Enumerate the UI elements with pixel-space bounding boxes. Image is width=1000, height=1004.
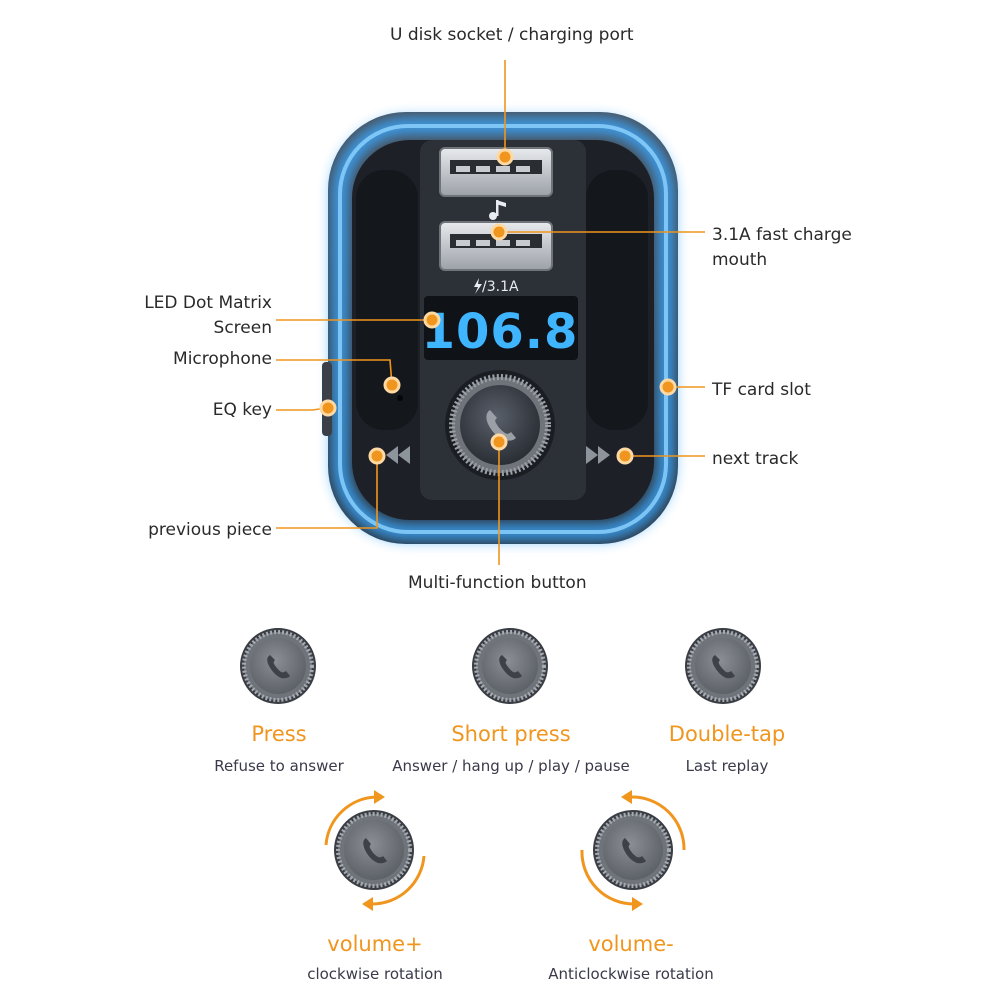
phone-icon [267,655,290,679]
label-multi-function: Multi-function button [408,573,587,593]
knob-short-press [472,628,548,704]
left-grip [356,170,418,430]
mode-desc-volume-down: Anticlockwise rotation [548,965,714,983]
rewind-icon [386,446,410,464]
knob-double-tap [685,628,761,704]
anticlockwise-arrows-icon [580,795,686,906]
knob-press [240,628,316,704]
charge-label: /3.1A [474,278,519,295]
label-fast-charge-1: 3.1A fast charge [712,225,852,245]
label-fast-charge-2: mouth [712,250,768,270]
mode-knobs [240,628,761,890]
led-display: 106.8 [422,296,579,360]
callout-lines [276,60,705,565]
mode-title-volume-up: volume+ [327,932,423,956]
callout-dots [319,148,677,465]
label-led-1: LED Dot Matrix [144,293,272,313]
mode-title-press: Press [251,722,307,746]
clockwise-arrows-icon [324,795,426,906]
lightning-icon [474,278,482,294]
phone-icon [622,838,646,864]
charge-text: /3.1A [482,279,519,295]
usb-port-bottom [439,221,553,271]
usb-port-top [439,147,553,197]
anticlockwise-arrowheads [621,790,643,911]
phone-icon [499,655,522,679]
label-previous-piece: previous piece [148,520,272,540]
knob-volume-down [593,810,673,890]
display-readout: 106.8 [422,304,579,360]
multi-function-knob [445,370,555,480]
label-tf-slot: TF card slot [712,380,811,400]
mode-title-double-tap: Double-tap [668,722,786,746]
label-microphone: Microphone [173,349,272,369]
music-note-icon [489,200,506,220]
phone-icon [486,410,516,441]
clockwise-arrowheads [362,790,385,911]
label-led-2: Screen [213,318,272,338]
mode-desc-double-tap: Last replay [685,757,769,775]
knob-volume-up [334,810,414,890]
phone-icon [363,838,387,864]
phone-icon [712,655,735,679]
mode-desc-volume-up: clockwise rotation [307,965,443,983]
microphone-hole [397,395,403,401]
eq-key-side [322,362,332,436]
label-next-track: next track [712,449,799,469]
mode-title-volume-down: volume- [588,932,674,956]
mode-desc-press: Refuse to answer [214,757,344,775]
label-eq-key: EQ key [212,400,272,420]
mode-title-short-press: Short press [451,722,571,746]
right-grip [586,170,648,430]
label-usb-port: U disk socket / charging port [390,25,634,45]
mode-desc-short-press: Answer / hang up / play / pause [392,757,630,775]
fast-forward-icon [586,446,610,464]
